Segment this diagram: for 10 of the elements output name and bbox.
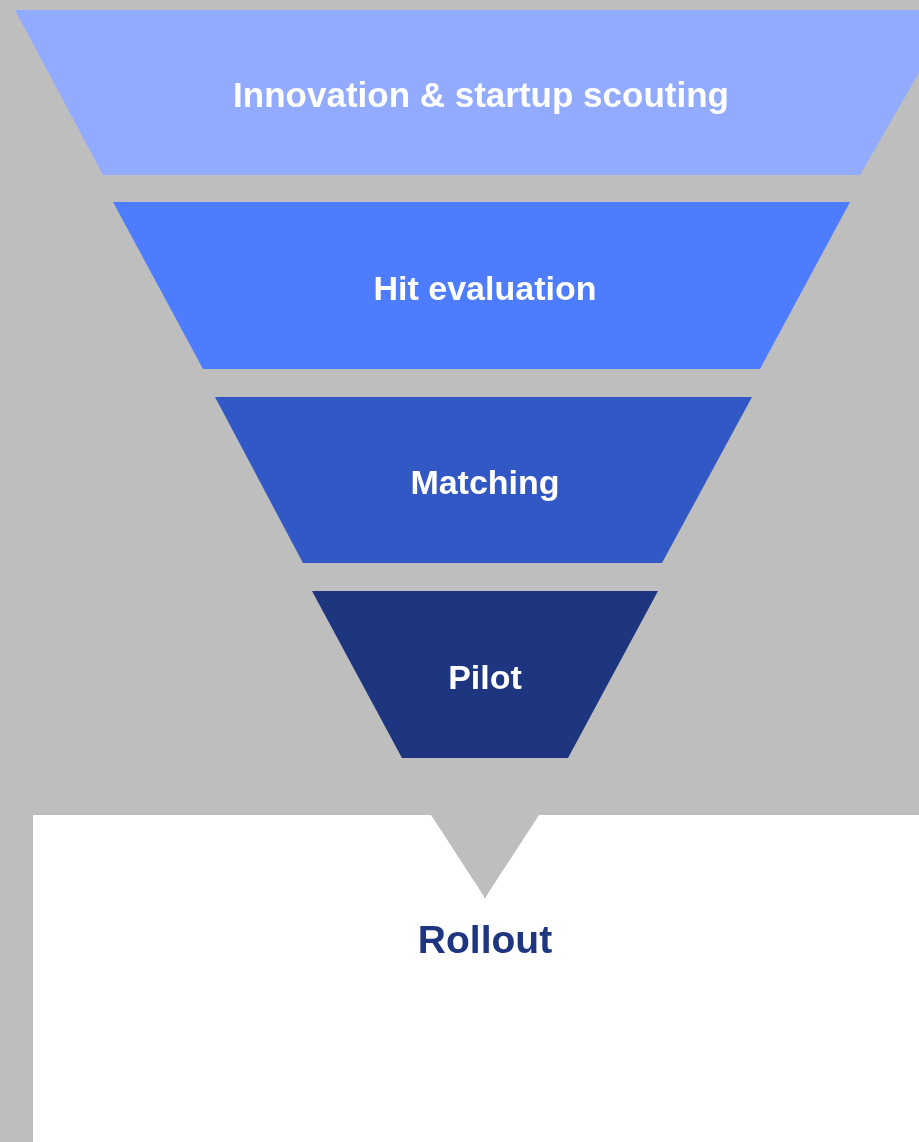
funnel-stage [312,591,658,758]
rollout-panel [33,815,919,1142]
stage-label: Hit evaluation [373,268,597,307]
funnel-stage [15,10,919,175]
funnel-stage [215,397,752,563]
stage-label: Pilot [448,657,522,696]
stage-label: Matching [410,462,560,502]
stage-label: Innovation & startup scouting [233,74,729,115]
stage-label: Rollout [417,918,553,962]
funnel-stage [113,202,850,369]
